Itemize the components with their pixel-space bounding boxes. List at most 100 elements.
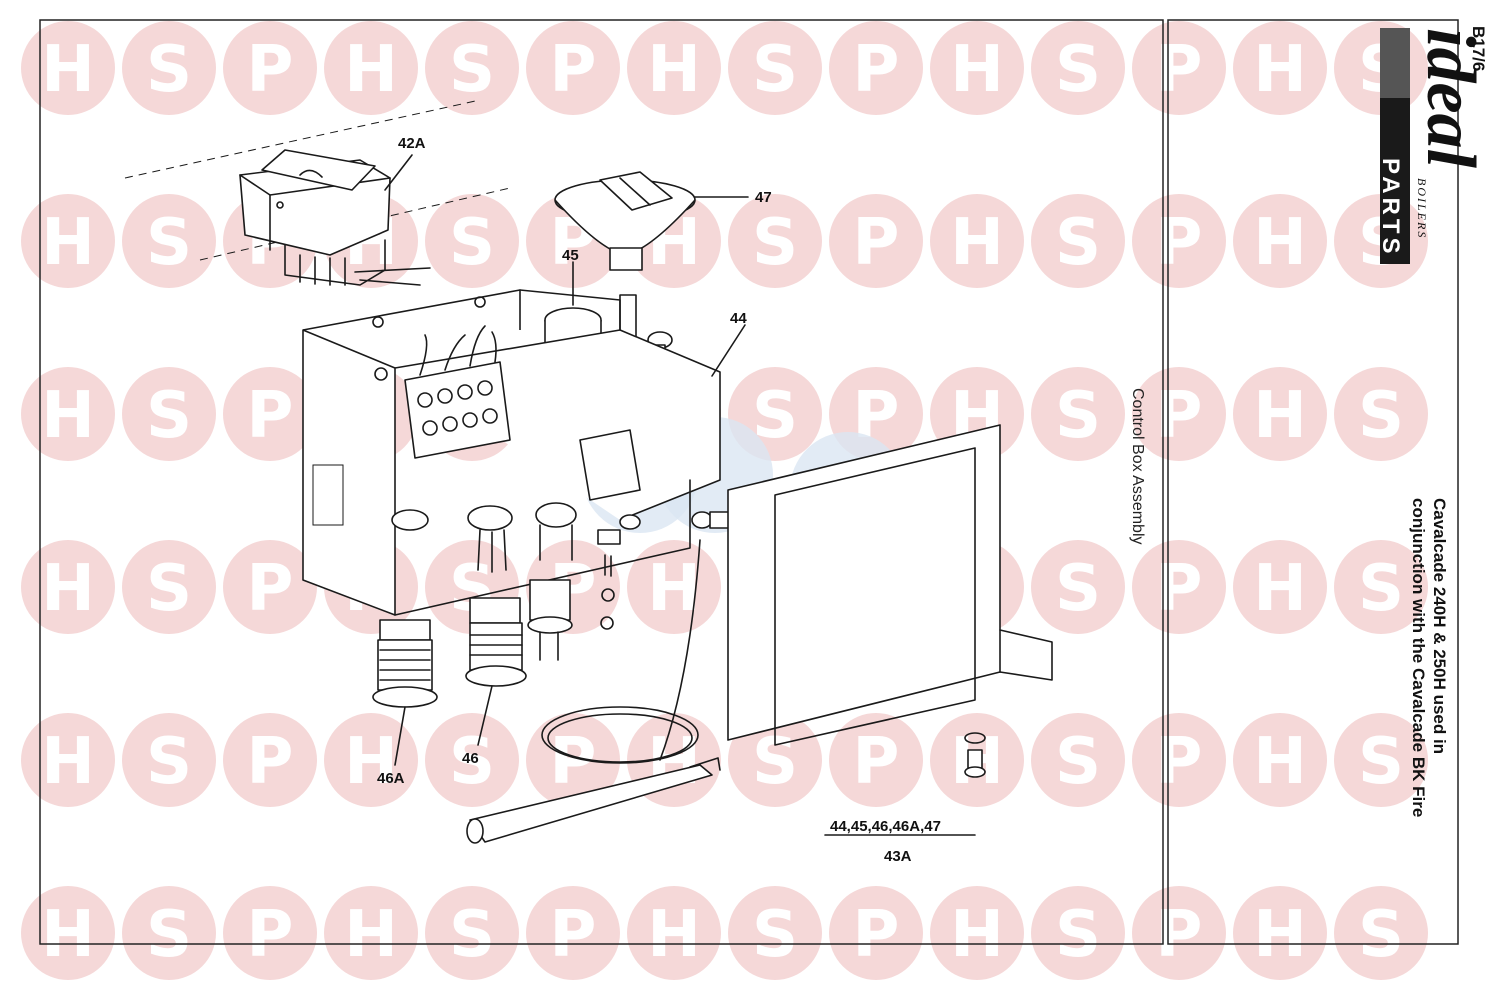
watermark-letter: S	[146, 725, 192, 799]
watermark-letter: S	[1358, 379, 1404, 453]
watermark-circle	[1334, 886, 1428, 980]
watermark-circle	[425, 194, 519, 288]
watermark-circle	[21, 713, 115, 807]
drawing-frame	[39, 19, 1164, 945]
watermark-circle	[1031, 886, 1125, 980]
watermark-letter: H	[41, 206, 95, 280]
watermark-circle	[1233, 886, 1327, 980]
watermark-letter: S	[1055, 552, 1101, 626]
mounting-panel	[727, 424, 1053, 778]
watermark-circle	[1031, 540, 1125, 634]
caption: Control Box Assembly	[1129, 388, 1146, 545]
watermark-circle	[1132, 21, 1226, 115]
watermark-letter: S	[146, 33, 192, 107]
watermark-circle	[425, 713, 519, 807]
watermark-letter: H	[950, 898, 1004, 972]
watermark-circle	[21, 21, 115, 115]
watermark-circle	[324, 713, 418, 807]
watermark-circle	[1031, 367, 1125, 461]
watermark-letter: H	[41, 33, 95, 107]
rocker-switch	[239, 149, 431, 286]
watermark-letter: P	[247, 33, 294, 107]
watermark-circle	[526, 886, 620, 980]
watermark-circle	[223, 367, 317, 461]
watermark-letter: S	[146, 898, 192, 972]
watermark-letter: S	[1055, 725, 1101, 799]
watermark-circle	[1233, 194, 1327, 288]
watermark-letter: H	[1253, 725, 1307, 799]
watermark-circle	[930, 21, 1024, 115]
watermark-circle	[122, 194, 216, 288]
watermark-circle	[1132, 194, 1226, 288]
watermark-letter: H	[344, 898, 398, 972]
watermark-letter: S	[146, 552, 192, 626]
watermark-circle	[21, 886, 115, 980]
watermark-letter: P	[550, 898, 597, 972]
kit-parts: 44,45,46,46A,47	[830, 818, 941, 835]
watermark-letter: P	[247, 725, 294, 799]
watermark-circle	[21, 194, 115, 288]
watermark-circle	[21, 367, 115, 461]
watermark-letter: S	[1055, 33, 1101, 107]
watermark-circle	[1233, 540, 1327, 634]
watermark-circle	[1031, 21, 1125, 115]
watermark-letter: S	[449, 898, 495, 972]
watermark-letter: S	[1358, 552, 1404, 626]
watermark-circle	[425, 21, 519, 115]
title-frame	[1167, 19, 1459, 945]
watermark-letter: S	[1358, 725, 1404, 799]
plug-46	[465, 597, 527, 746]
watermark-letter: S	[146, 379, 192, 453]
watermark-circle	[930, 886, 1024, 980]
callout-46: 46	[462, 750, 479, 767]
watermark-letter: S	[1055, 206, 1101, 280]
watermark-circle	[1132, 886, 1226, 980]
watermark-letter: H	[1253, 206, 1307, 280]
watermark-letter: S	[1055, 379, 1101, 453]
watermark-letter: H	[344, 33, 398, 107]
callout-46a: 46A	[377, 770, 405, 787]
watermark-circle	[122, 367, 216, 461]
brand-name: ideal	[1412, 28, 1489, 169]
watermark-circle	[627, 886, 721, 980]
watermark-circle	[223, 886, 317, 980]
watermark-letter: H	[647, 552, 701, 626]
watermark-circle	[223, 21, 317, 115]
watermark-letter: P	[853, 898, 900, 972]
watermark-letter: H	[41, 379, 95, 453]
watermark-circle	[829, 194, 923, 288]
watermark-letter: S	[752, 33, 798, 107]
title-line1: Cavalcade 240H & 250H used in	[1430, 498, 1449, 754]
watermark-letter: S	[752, 898, 798, 972]
watermark-circle	[1334, 713, 1428, 807]
watermark-letter: H	[647, 898, 701, 972]
watermark-letter: P	[550, 33, 597, 107]
watermark-circle	[1233, 21, 1327, 115]
watermark-letter: P	[853, 725, 900, 799]
watermark-letter: S	[449, 33, 495, 107]
watermark-circle	[1132, 713, 1226, 807]
watermark-circle	[223, 713, 317, 807]
callout-44: 44	[730, 310, 747, 327]
watermark-circle	[829, 713, 923, 807]
watermark-letter: H	[344, 725, 398, 799]
watermark-circle	[122, 886, 216, 980]
watermark-circle	[829, 886, 923, 980]
watermark-letter: H	[41, 725, 95, 799]
watermark-circle	[223, 540, 317, 634]
watermark-circle	[1334, 367, 1428, 461]
watermark-circle	[425, 886, 519, 980]
watermark-circle	[324, 21, 418, 115]
watermark-letter: H	[41, 898, 95, 972]
watermark-circle	[829, 21, 923, 115]
watermark-letter: S	[752, 206, 798, 280]
watermark-circle	[526, 21, 620, 115]
watermark-circle	[122, 540, 216, 634]
watermark-letter: P	[247, 552, 294, 626]
watermark-letter: H	[1253, 379, 1307, 453]
watermark-circle	[728, 713, 822, 807]
watermark-circle	[526, 713, 620, 807]
watermark-circle	[1233, 367, 1327, 461]
title-line2: conjunction with the Cavalcade BK Fire	[1409, 498, 1428, 817]
bulb-holder	[527, 579, 573, 661]
